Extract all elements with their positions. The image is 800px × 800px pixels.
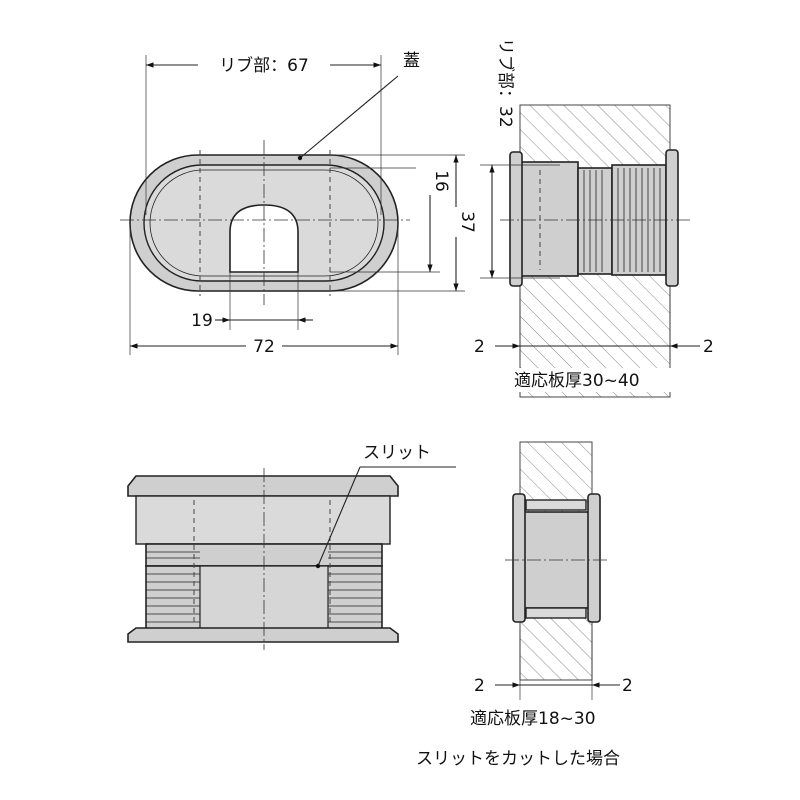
rib67-label: リブ部：67 bbox=[219, 55, 309, 76]
dim2-right-bottom: 2 bbox=[622, 676, 633, 696]
dim2-left-top: 2 bbox=[474, 337, 485, 357]
slit-cut-caption: スリットをカットした場合 bbox=[416, 749, 620, 769]
side-section-30-40: リブ部：32 2 2 適応板厚30~40 bbox=[474, 38, 714, 398]
lid-label: 蓋 bbox=[403, 51, 420, 71]
side-section-18-30: 2 2 適応板厚18~30 bbox=[470, 441, 633, 729]
slit-side-view: スリット bbox=[127, 443, 456, 650]
dim2-left-bottom: 2 bbox=[474, 676, 485, 696]
dim2-right-top: 2 bbox=[703, 337, 714, 357]
thickness-18-30-label: 適応板厚18~30 bbox=[470, 709, 596, 729]
front-view: リブ部：67 蓋 16 37 19 72 bbox=[120, 51, 477, 357]
dim37-label: 37 bbox=[457, 211, 477, 233]
dim72-label: 72 bbox=[253, 337, 275, 357]
rib32-label: リブ部：32 bbox=[495, 38, 516, 128]
slit-label: スリット bbox=[363, 443, 431, 463]
dim16-label: 16 bbox=[431, 170, 451, 192]
dim19-label: 19 bbox=[191, 311, 213, 331]
thickness-30-40-label: 適応板厚30~40 bbox=[514, 371, 640, 391]
